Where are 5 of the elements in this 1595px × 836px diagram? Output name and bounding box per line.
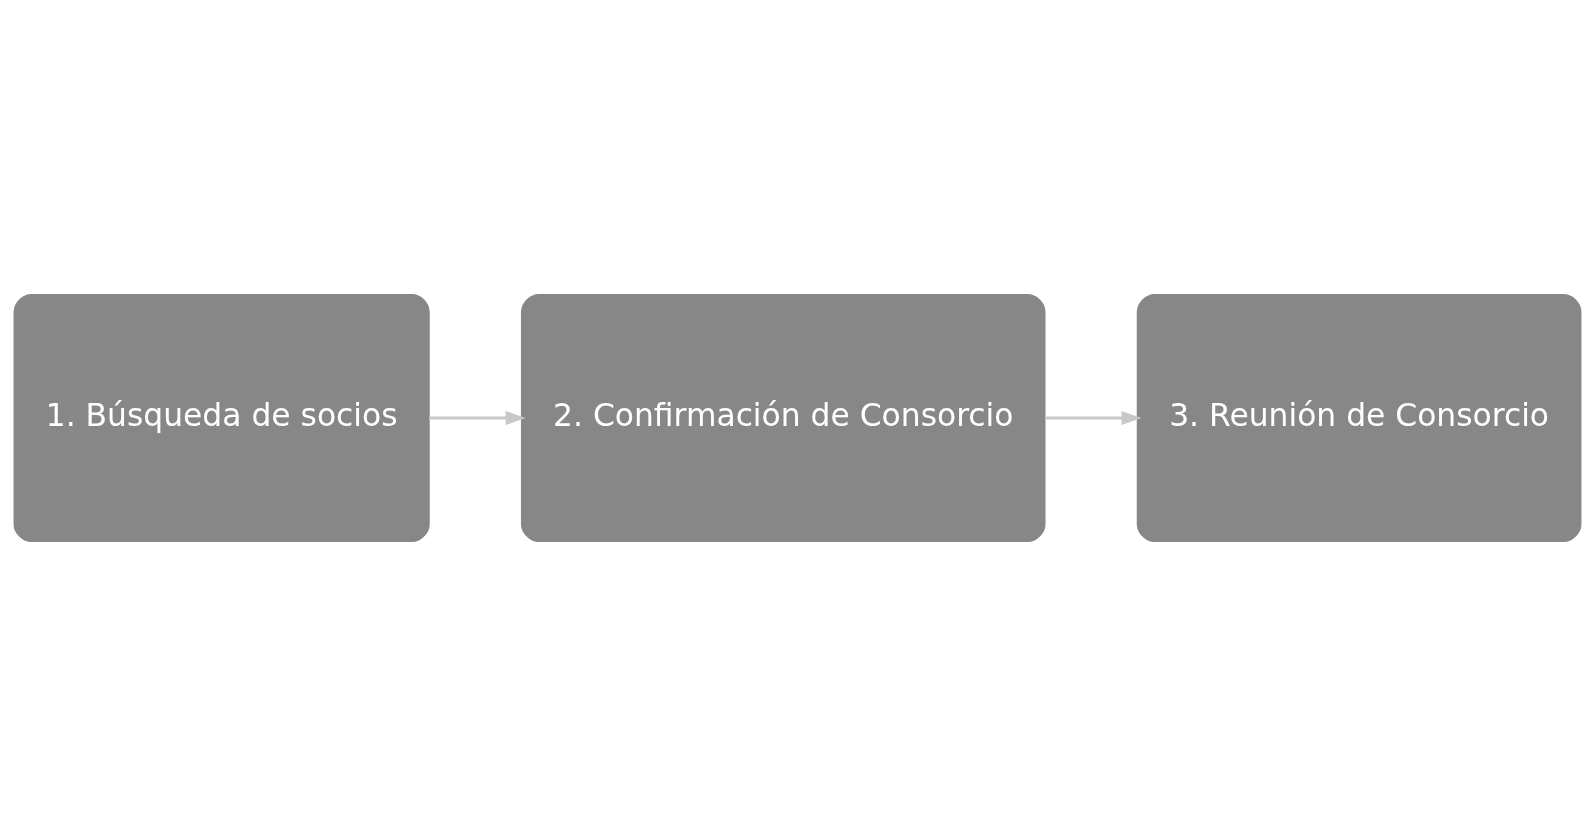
node-box: 2. Confirmación de Consorcio <box>520 294 1046 542</box>
arrow <box>1045 411 1142 425</box>
node-box: 1. Búsqueda de socios <box>13 294 430 542</box>
arrow <box>429 411 526 425</box>
node-box: 3. Reunión de Consorcio <box>1136 294 1582 542</box>
